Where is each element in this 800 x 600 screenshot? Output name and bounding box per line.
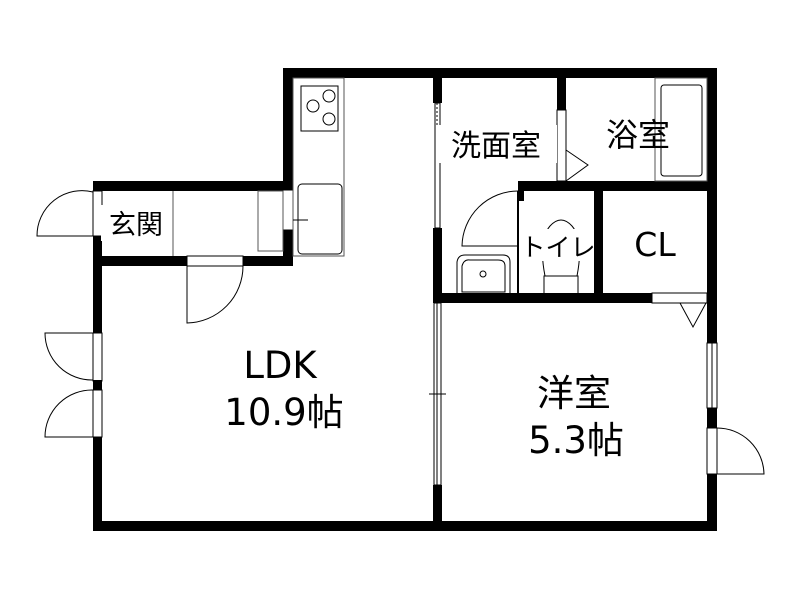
interior-walls <box>433 68 717 531</box>
wall-western-left-bottom <box>433 485 442 531</box>
closet-label: CL <box>634 225 676 264</box>
ldk-label: LDK <box>243 344 318 387</box>
entrance-label: 玄関 <box>109 210 163 241</box>
wall-toilet-cl <box>594 181 603 301</box>
western-room-size: 5.3帖 <box>528 419 624 462</box>
wall-kitchen-left <box>283 68 293 266</box>
western-room-label: 洋室 <box>537 372 611 415</box>
wash-basin-bowl <box>461 259 506 293</box>
bathroom-label: 浴室 <box>606 116 670 154</box>
ldk-door-frame <box>186 255 244 267</box>
burner-icon <box>322 89 336 103</box>
room-labels: 玄関 洗面室 浴室 トイレ CL LDK 10.9帖 洋室 5.3帖 <box>101 116 676 462</box>
western-door-swing[interactable] <box>716 427 765 475</box>
stove <box>300 85 339 132</box>
kitchen-counter <box>292 77 345 257</box>
ldk-left-door-swing-1[interactable] <box>44 332 94 381</box>
kitchen-sink <box>297 183 343 255</box>
bathtub <box>660 84 703 177</box>
wall-wash-bottom <box>433 293 653 303</box>
fixtures <box>172 77 708 296</box>
toilet-tank <box>543 275 579 293</box>
entrance-door-frame <box>92 190 103 237</box>
wall-bath-bottom <box>518 181 717 191</box>
wall-wash-bath <box>557 68 566 110</box>
wall-wash-left-bottom <box>433 228 442 303</box>
burner-icon <box>322 112 336 126</box>
bathtub-area <box>654 77 708 182</box>
kitchen-left-opening <box>282 189 294 231</box>
bath-door-mark <box>565 149 589 182</box>
bath-door-frame <box>556 109 567 182</box>
toilet-label: トイレ <box>520 233 595 262</box>
drain-icon <box>479 270 487 278</box>
wall-bottom <box>93 521 717 531</box>
ldk-size: 10.9帖 <box>224 391 343 434</box>
ldk-left-door-frame-2 <box>92 389 103 438</box>
wash-sliding-door[interactable] <box>434 102 441 229</box>
entrance-door-swing[interactable] <box>36 190 94 237</box>
western-door-frame <box>706 427 718 475</box>
wall-toilet-left <box>518 181 524 201</box>
wall-top <box>283 68 717 78</box>
ldk-door-swing[interactable] <box>186 265 244 324</box>
cl-door-mark <box>679 302 707 329</box>
shoe-cabinet <box>257 190 284 252</box>
wall-wash-left-top <box>433 68 442 103</box>
cl-door-frame[interactable] <box>651 292 708 304</box>
wall-entrance-left <box>93 236 102 256</box>
toilet-door-swing[interactable] <box>461 190 519 247</box>
wall-entrance-top <box>93 181 293 191</box>
burner-icon <box>306 99 320 113</box>
washroom-label: 洗面室 <box>451 129 541 164</box>
wall-left-mullion <box>93 380 102 390</box>
wash-basin <box>456 254 511 296</box>
wall-right <box>707 68 717 531</box>
openings <box>36 102 765 486</box>
ldk-left-door-swing-2[interactable] <box>44 389 94 438</box>
ldk-left-door-frame-1 <box>92 332 103 382</box>
